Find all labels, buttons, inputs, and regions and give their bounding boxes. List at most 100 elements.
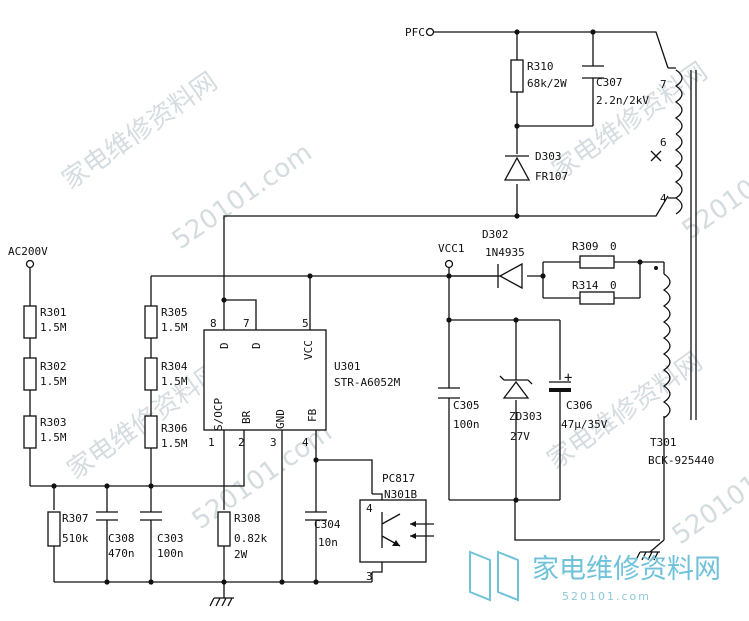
zener-zd303: ZD303 27V xyxy=(499,375,542,443)
svg-text:1.5M: 1.5M xyxy=(161,321,188,334)
watermark-url-3: 520101.com xyxy=(677,128,749,246)
svg-text:C303: C303 xyxy=(157,532,184,545)
ic-pin-3-number: 3 xyxy=(270,436,277,449)
resistor-r307: R307 510k xyxy=(47,511,89,547)
ic-pin-4-name: FB xyxy=(306,408,319,422)
ground-symbol-primary xyxy=(209,597,234,607)
resistor-r310: R310 68k/2W xyxy=(510,59,567,93)
svg-text:R306: R306 xyxy=(161,422,188,435)
wires xyxy=(29,31,697,598)
resistor-r306: R306 1.5M xyxy=(144,415,188,450)
opto-pin-3: 3 xyxy=(366,570,373,583)
ic-ref: U301 xyxy=(334,360,361,373)
svg-text:47μ/35V: 47μ/35V xyxy=(561,418,608,431)
svg-text:R310: R310 xyxy=(527,60,554,73)
svg-text:R301: R301 xyxy=(40,306,67,319)
pfc-label: PFC xyxy=(405,26,425,39)
capacitor-c306: + C306 47μ/35V xyxy=(549,370,608,431)
svg-text:1.5M: 1.5M xyxy=(40,321,67,334)
logo-text-url: 520101.com xyxy=(562,590,651,603)
svg-text:R307: R307 xyxy=(62,512,89,525)
svg-text:27V: 27V xyxy=(510,430,530,443)
svg-text:470n: 470n xyxy=(108,547,135,560)
ic-pin-7-number: 7 xyxy=(243,317,250,330)
ic-pin-8-name: D xyxy=(218,342,231,349)
transformer-pin-4: 4 xyxy=(660,192,667,205)
svg-text:BCK-925440: BCK-925440 xyxy=(648,454,714,467)
site-logo-watermark: 家电维修资料网 520101.com xyxy=(469,550,721,603)
svg-text:N301B: N301B xyxy=(384,488,417,501)
svg-text:C308: C308 xyxy=(108,532,135,545)
transformer-pin-6: 6 xyxy=(660,136,667,149)
ic-pin-4-number: 4 xyxy=(302,436,309,449)
ic-pin-2-number: 2 xyxy=(238,436,245,449)
ic-pin-2-name: BR xyxy=(240,410,253,424)
ic-pin-5-number: 5 xyxy=(302,317,309,330)
svg-text:FR107: FR107 xyxy=(535,170,568,183)
junction-dots xyxy=(51,29,643,585)
svg-text:C304: C304 xyxy=(314,518,341,531)
resistor-r314: R314 0 xyxy=(572,279,617,305)
opto-pin-4: 4 xyxy=(366,502,373,515)
svg-text:D303: D303 xyxy=(535,150,562,163)
svg-text:2W: 2W xyxy=(234,548,248,561)
svg-text:1.5M: 1.5M xyxy=(40,375,67,388)
svg-text:ZD303: ZD303 xyxy=(509,410,542,423)
svg-text:R302: R302 xyxy=(40,360,67,373)
transformer-t301: 7 6 4 T301 BCK-925440 xyxy=(648,67,714,467)
resistor-r303: R303 1.5M xyxy=(23,415,67,449)
svg-text:R308: R308 xyxy=(234,512,261,525)
ic-pin-3-name: GND xyxy=(274,409,287,429)
svg-text:2.2n/2kV: 2.2n/2kV xyxy=(596,94,649,107)
capacitor-c303: C303 100n xyxy=(140,511,184,560)
ic-pin-5-name: VCC xyxy=(302,340,315,360)
diode-d302: D302 1N4935 xyxy=(482,228,525,290)
svg-text:100n: 100n xyxy=(453,418,480,431)
svg-text:PC817: PC817 xyxy=(382,472,415,485)
svg-text:1.5M: 1.5M xyxy=(161,437,188,450)
svg-text:1.5M: 1.5M xyxy=(161,375,188,388)
transformer-pin-7: 7 xyxy=(660,78,667,91)
watermark-cn-3: 家电维修资料网 xyxy=(547,57,713,186)
resistor-r302: R302 1.5M xyxy=(23,357,67,391)
svg-text:68k/2W: 68k/2W xyxy=(527,77,567,90)
svg-text:R304: R304 xyxy=(161,360,188,373)
vcc1-terminal: VCC1 xyxy=(438,242,465,269)
svg-text:C306: C306 xyxy=(566,399,593,412)
book-logo-icon xyxy=(469,550,519,602)
svg-text:0: 0 xyxy=(610,279,617,292)
resistor-r309: R309 0 xyxy=(572,240,617,269)
capacitor-c307: C307 2.2n/2kV xyxy=(582,65,649,107)
svg-text:1N4935: 1N4935 xyxy=(485,246,525,259)
ic-value: STR-A6052M xyxy=(334,376,401,389)
svg-text:10n: 10n xyxy=(318,536,338,549)
resistor-r304: R304 1.5M xyxy=(144,357,188,391)
svg-text:R303: R303 xyxy=(40,416,67,429)
svg-text:C305: C305 xyxy=(453,399,480,412)
svg-text:C307: C307 xyxy=(596,76,623,89)
watermark-url-1: 520101.com xyxy=(167,138,318,256)
capacitor-c305: C305 100n xyxy=(438,387,480,431)
svg-text:T301: T301 xyxy=(650,436,677,449)
ic-u301: 8 D 7 D 5 VCC 1 S/OCP 2 BR 3 GND 4 FB U3… xyxy=(203,317,401,449)
svg-text:510k: 510k xyxy=(62,532,89,545)
ac-input-terminal: AC200V xyxy=(8,245,48,269)
ic-pin-1-name: S/OCP xyxy=(212,398,225,431)
svg-text:R309: R309 xyxy=(572,240,599,253)
svg-text:R305: R305 xyxy=(161,306,188,319)
ground-symbol-secondary xyxy=(635,551,660,561)
capacitor-c308: C308 470n xyxy=(96,511,135,560)
watermark-cn-1: 家电维修资料网 xyxy=(57,67,223,196)
resistor-r301: R301 1.5M xyxy=(23,305,67,339)
resistor-r308: R308 0.82k 2W xyxy=(217,511,267,561)
logo-text-cn: 家电维修资料网 xyxy=(532,554,721,585)
svg-text:1.5M: 1.5M xyxy=(40,431,67,444)
resistor-r305: R305 1.5M xyxy=(144,305,188,339)
pfc-terminal: PFC xyxy=(405,26,435,39)
svg-text:R314: R314 xyxy=(572,279,599,292)
ic-pin-1-number: 1 xyxy=(208,436,215,449)
svg-text:+: + xyxy=(564,370,572,386)
diode-d303: D303 FR107 xyxy=(503,150,568,183)
vcc1-label: VCC1 xyxy=(438,242,465,255)
